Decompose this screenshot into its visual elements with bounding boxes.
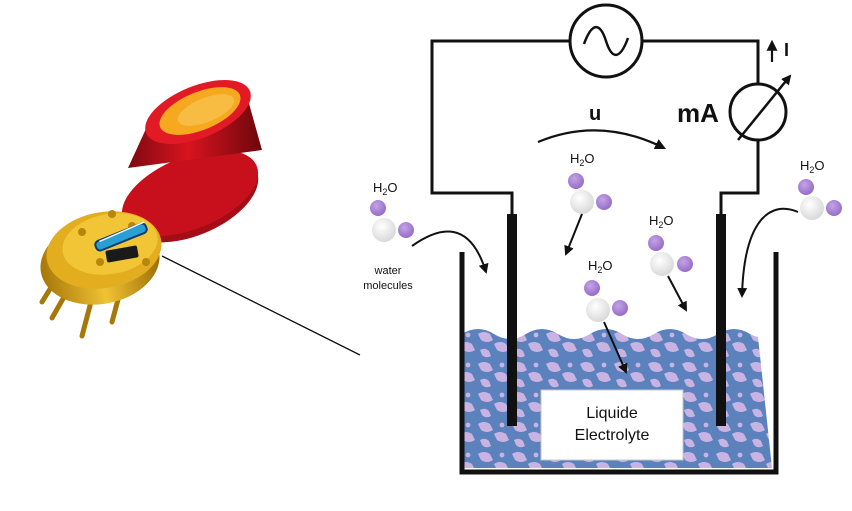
meter-unit-label: mA bbox=[677, 98, 719, 128]
water-molecules-label-line2: molecules bbox=[363, 280, 413, 292]
water-molecule: H2O bbox=[564, 151, 612, 256]
liquid-label-line2: Electrolyte bbox=[575, 427, 650, 444]
liquid-label-line1: Liquide bbox=[586, 405, 638, 422]
sensor-header bbox=[39, 210, 162, 339]
water-molecule: H2O bbox=[737, 158, 842, 298]
current-label: I bbox=[784, 40, 789, 60]
beaker bbox=[459, 252, 779, 475]
molecule-formula: H2O bbox=[570, 151, 595, 168]
molecule-formula: H2O bbox=[373, 180, 398, 197]
electrolyte: Liquide Electrolyte bbox=[462, 329, 772, 468]
wire-right bbox=[719, 139, 760, 214]
water-molecule: H2O bbox=[370, 180, 489, 274]
voltage-arrow bbox=[537, 129, 666, 149]
left-electrode bbox=[507, 214, 517, 426]
callout-line bbox=[161, 255, 361, 356]
molecule-formula: H2O bbox=[588, 258, 613, 275]
right-electrode bbox=[716, 214, 726, 426]
water-molecules-label-line1: water bbox=[374, 265, 402, 277]
liquid-label-box bbox=[540, 389, 684, 461]
water-molecule: H2O bbox=[584, 258, 628, 374]
ac-source-icon bbox=[568, 3, 644, 79]
sensor-cap bbox=[121, 80, 262, 243]
water-molecule: H2O bbox=[648, 213, 693, 312]
molecule-formula: H2O bbox=[800, 158, 825, 175]
wire-top-right bbox=[642, 39, 760, 84]
ammeter-icon bbox=[728, 74, 792, 142]
molecule-formula: H2O bbox=[649, 213, 674, 230]
voltage-label: u bbox=[589, 103, 601, 125]
wire-left bbox=[430, 39, 570, 214]
